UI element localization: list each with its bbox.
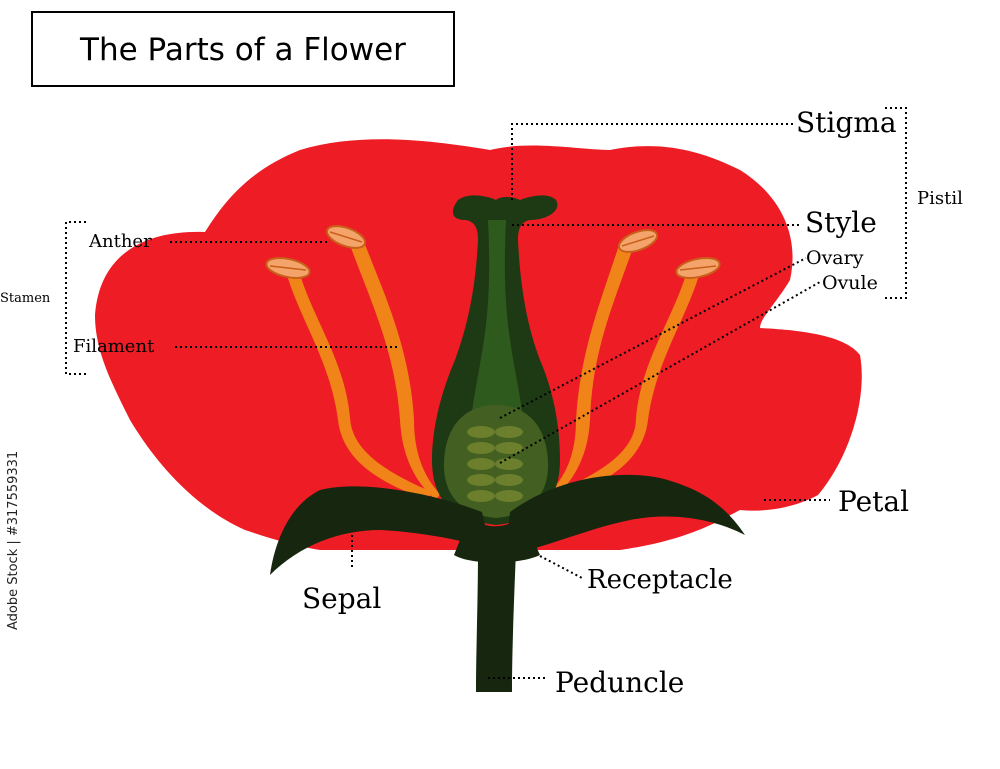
- label-filament: Filament: [73, 336, 155, 357]
- label-petal: Petal: [838, 485, 910, 518]
- leader-receptacle: [539, 555, 583, 579]
- bracket-stamen: [65, 221, 86, 375]
- bracket-pistil: [885, 107, 907, 299]
- sepal-left: [270, 486, 490, 575]
- ovules: [467, 426, 523, 502]
- anther-right-inner: [617, 229, 659, 253]
- receptacle: [454, 515, 540, 563]
- stock-id-text: Adobe Stock | #317559331: [6, 450, 21, 630]
- peduncle: [476, 550, 516, 692]
- sepal-right: [505, 474, 745, 556]
- leader-ovule: [499, 281, 821, 464]
- style-highlight: [470, 220, 524, 440]
- label-ovary: Ovary: [806, 247, 864, 269]
- label-receptacle: Receptacle: [587, 565, 733, 595]
- label-peduncle: Peduncle: [555, 666, 685, 699]
- page-title: The Parts of a Flower: [80, 32, 406, 68]
- leader-stigma: [511, 123, 795, 200]
- label-anther: Anther: [89, 231, 152, 252]
- title-box: The Parts of a Flower: [31, 11, 455, 87]
- label-pistil: Pistil: [917, 188, 963, 209]
- label-stamen: Stamen: [0, 291, 51, 306]
- filament-left-outer: [286, 268, 432, 500]
- filament-left-inner: [350, 242, 440, 500]
- leader-lines: [65, 107, 907, 679]
- label-style: Style: [805, 206, 877, 239]
- label-sepal: Sepal: [302, 582, 382, 615]
- label-stigma: Stigma: [796, 106, 897, 139]
- label-ovule: Ovule: [822, 272, 878, 294]
- filament-right-outer: [556, 268, 700, 500]
- anther-left-outer: [265, 257, 311, 279]
- anther-left-inner: [325, 225, 367, 249]
- filament-right-inner: [548, 242, 634, 500]
- anther-right-outer: [675, 257, 721, 279]
